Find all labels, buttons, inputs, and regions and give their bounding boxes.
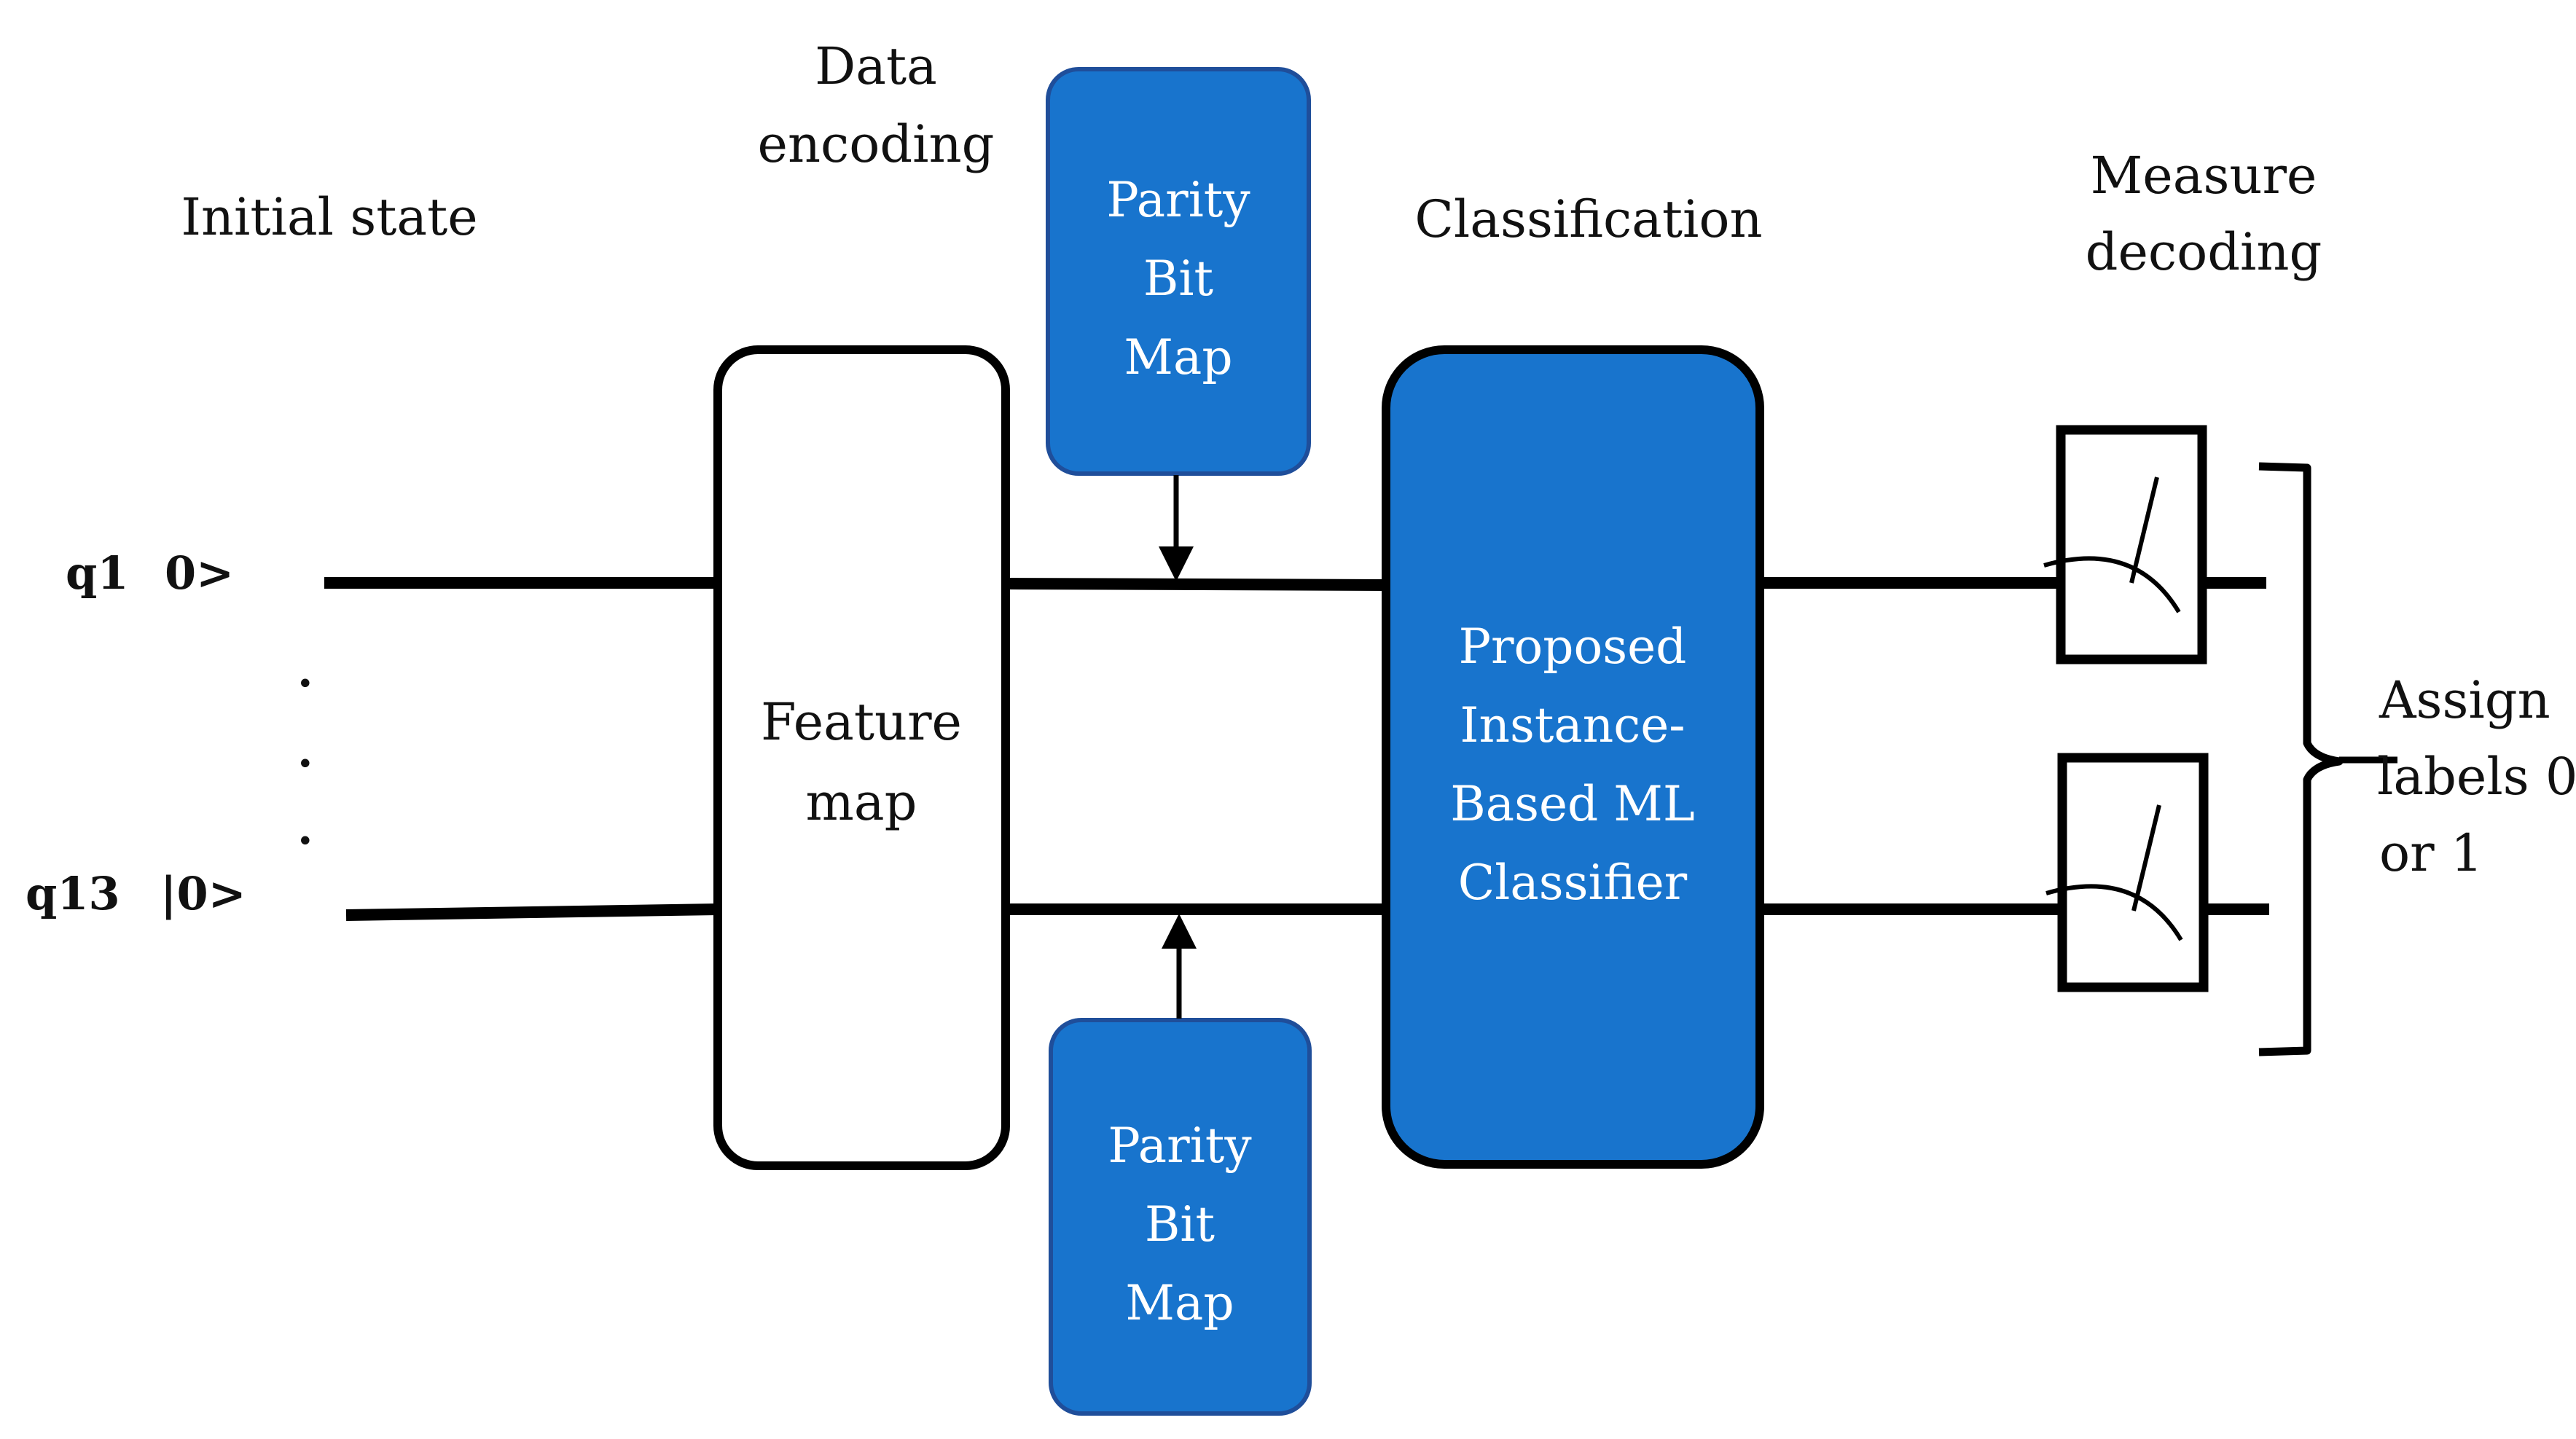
assign-label-line1: Assign bbox=[2379, 670, 2550, 730]
measurement-meter-2 bbox=[2057, 753, 2209, 992]
parity-bottom-label-line1: Parity bbox=[1108, 1118, 1252, 1174]
ellipsis-dot-2: . bbox=[297, 724, 313, 777]
header-data-encoding-line2: encoding bbox=[758, 114, 995, 174]
classifier-label-line4: Classifier bbox=[1458, 855, 1688, 911]
output-brace bbox=[2258, 462, 2344, 1056]
feature-map-label-line2: map bbox=[806, 772, 917, 832]
qubit-q13-state: |0> bbox=[160, 867, 246, 920]
header-initial-state: Initial state bbox=[181, 187, 477, 247]
meter-2-arc bbox=[2045, 884, 2183, 941]
arrow-top-head bbox=[1159, 546, 1194, 581]
ellipsis-dot-1: . bbox=[297, 644, 313, 697]
wire-q1-encoding bbox=[1005, 578, 1385, 591]
classifier-box bbox=[1382, 345, 1764, 1169]
wire-q13-initial bbox=[345, 903, 719, 921]
classifier-label-line3: Based ML bbox=[1450, 776, 1694, 832]
assign-label-line2: labels 0 bbox=[2377, 747, 2576, 807]
feature-map-box bbox=[713, 345, 1010, 1170]
header-classification: Classification bbox=[1414, 189, 1762, 249]
ellipsis-dot-3: . bbox=[297, 801, 313, 855]
assign-label-line3: or 1 bbox=[2379, 823, 2483, 883]
qubit-q1-state: 0> bbox=[165, 546, 234, 600]
parity-bottom-label-line3: Map bbox=[1125, 1275, 1234, 1331]
header-measure-decoding-line2: decoding bbox=[2086, 222, 2322, 282]
meter-1-arc bbox=[2043, 556, 2181, 613]
parity-top-label-line2: Bit bbox=[1143, 251, 1213, 307]
parity-bit-map-bottom-box bbox=[1049, 1018, 1312, 1416]
classifier-label-line1: Proposed bbox=[1459, 619, 1687, 675]
qubit-q13-name: q13 bbox=[26, 867, 120, 920]
feature-map-label-line1: Feature bbox=[761, 692, 962, 752]
measurement-meter-1 bbox=[2056, 425, 2207, 664]
parity-bit-map-top-box bbox=[1046, 67, 1311, 476]
meter-1-needle bbox=[2129, 477, 2159, 584]
meter-2-needle bbox=[2131, 804, 2161, 911]
parity-top-label-line1: Parity bbox=[1106, 172, 1250, 228]
parity-top-label-line3: Map bbox=[1124, 329, 1232, 385]
header-data-encoding-line1: Data bbox=[815, 36, 937, 96]
parity-bottom-label-line2: Bit bbox=[1145, 1196, 1215, 1252]
classifier-label-line2: Instance- bbox=[1460, 697, 1685, 753]
qubit-q1-name: q1 bbox=[66, 546, 129, 600]
arrow-bottom-head bbox=[1162, 914, 1197, 949]
header-measure-decoding-line1: Measure bbox=[2091, 146, 2317, 205]
